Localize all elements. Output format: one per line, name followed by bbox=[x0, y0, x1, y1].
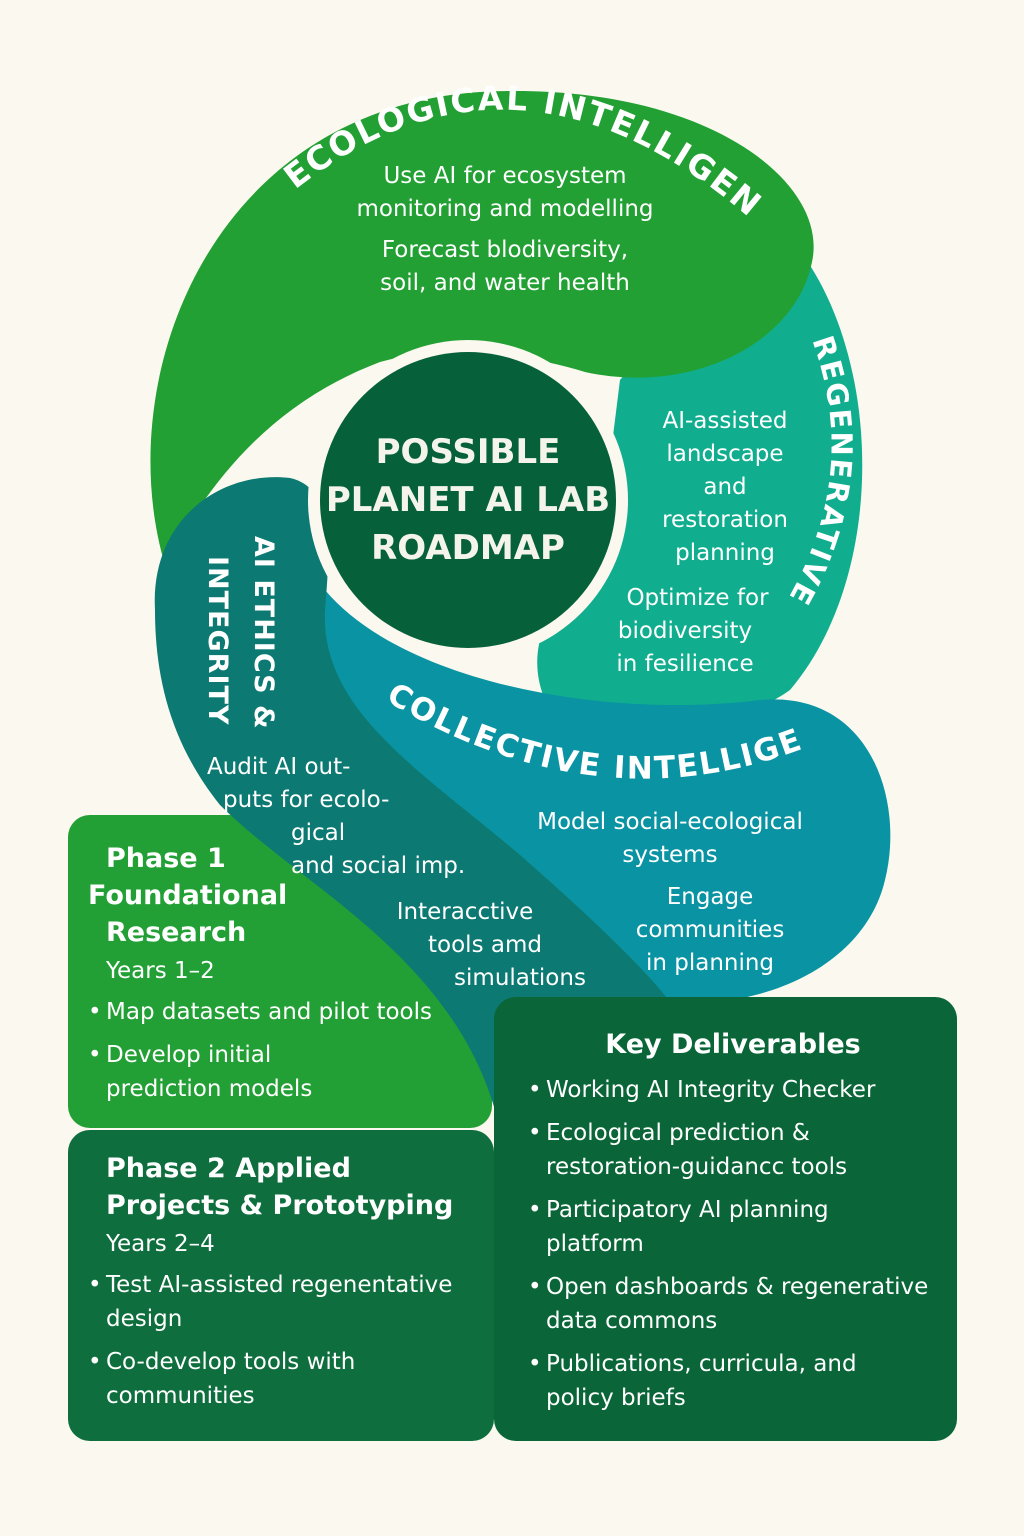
text-line: restoration bbox=[662, 507, 788, 533]
list-item: Participatory AI planning platform bbox=[528, 1193, 866, 1261]
text-line: biodiversity bbox=[617, 618, 753, 644]
ecological-text: Use AI for ecosystem monitoring and mode… bbox=[340, 160, 670, 300]
list-item: Develop initial prediction models bbox=[88, 1038, 346, 1106]
list-item: Test AI-assisted regenentative design bbox=[88, 1268, 483, 1336]
phase1-title: Research bbox=[106, 917, 247, 948]
list-item: Publications, curricula, and policy brie… bbox=[528, 1347, 886, 1415]
text-line: in planning bbox=[645, 950, 775, 976]
center-title: POSSIBLE PLANET AI LAB ROADMAP bbox=[318, 428, 618, 572]
text-line: gical bbox=[291, 820, 346, 846]
phase2-title: Projects & Prototyping bbox=[106, 1190, 454, 1221]
ethics-text-2: Interacctive tools amd simulations bbox=[380, 896, 620, 995]
regenerative-segment bbox=[537, 210, 863, 725]
text-line: soil, and water health bbox=[380, 270, 630, 296]
phase1-title: Foundational bbox=[88, 880, 288, 911]
center-circle bbox=[320, 352, 616, 648]
text-line: landscape bbox=[666, 441, 784, 467]
list-item: Map datasets and pilot tools bbox=[88, 995, 478, 1029]
ecological-segment bbox=[150, 91, 814, 565]
text-line: simulations bbox=[454, 965, 586, 991]
collective-text: Model social-ecological systems Engage c… bbox=[520, 806, 820, 980]
text-line: Engage communities bbox=[635, 884, 785, 943]
phase1-content: Phase 1 Foundational Research Years 1–2 … bbox=[88, 840, 478, 1115]
deliverables-content: Key Deliverables Working AI Integrity Ch… bbox=[528, 1026, 938, 1424]
list-item: Open dashboards & regenerative data comm… bbox=[528, 1270, 938, 1338]
text-line: Use AI for ecosystem bbox=[383, 163, 627, 189]
phase2-content: Phase 2 Applied Projects & Prototyping Y… bbox=[88, 1150, 483, 1422]
ethics-title: AI ETHICS & INTEGRITY bbox=[194, 536, 286, 756]
text-line: tools amd bbox=[428, 932, 542, 958]
text-line: monitoring and modelling bbox=[356, 196, 654, 222]
text-line: systems bbox=[622, 842, 718, 868]
list-item: Co-develop tools with communities bbox=[88, 1345, 396, 1413]
text-line: Audit AI out- bbox=[207, 754, 351, 780]
regenerative-text-1: AI-assisted landscape and restoration pl… bbox=[640, 405, 810, 570]
text-line: and bbox=[703, 474, 747, 500]
text-line: Optimize for bbox=[626, 585, 769, 611]
phase2-title: Phase 2 Applied bbox=[106, 1153, 351, 1184]
ethics-title-line: AI ETHICS & bbox=[248, 536, 279, 730]
text-line: planning bbox=[675, 540, 775, 566]
ethics-title-line: INTEGRITY bbox=[202, 556, 233, 726]
ethics-text-1: Audit AI out- puts for ecolo- gical and … bbox=[207, 751, 487, 883]
center-title-line: PLANET AI LAB bbox=[325, 480, 611, 520]
center-title-line: ROADMAP bbox=[371, 528, 565, 568]
text-line: Forecast blodiversity, bbox=[381, 237, 629, 263]
text-line: Model social-ecological bbox=[537, 809, 803, 835]
center-title-line: POSSIBLE bbox=[375, 432, 561, 472]
ethics-segment bbox=[154, 477, 671, 1111]
deliverables-title: Key Deliverables bbox=[605, 1029, 861, 1060]
regenerative-text-2: Optimize for biodiversity in fesilience bbox=[580, 582, 790, 681]
text-line: puts for ecolo- bbox=[223, 787, 390, 813]
list-item: Ecological prediction & restoration-guid… bbox=[528, 1116, 876, 1184]
text-line: AI-assisted bbox=[662, 408, 788, 434]
text-line: Interacctive bbox=[396, 899, 534, 925]
text-line: and social imp. bbox=[291, 853, 466, 879]
phase2-years: Years 2–4 bbox=[106, 1231, 215, 1257]
collective-segment bbox=[323, 590, 891, 1003]
phase1-title: Phase 1 bbox=[106, 843, 226, 874]
phase1-years: Years 1–2 bbox=[106, 958, 215, 984]
text-line: in fesilience bbox=[616, 651, 754, 677]
list-item: Working AI Integrity Checker bbox=[528, 1073, 938, 1107]
